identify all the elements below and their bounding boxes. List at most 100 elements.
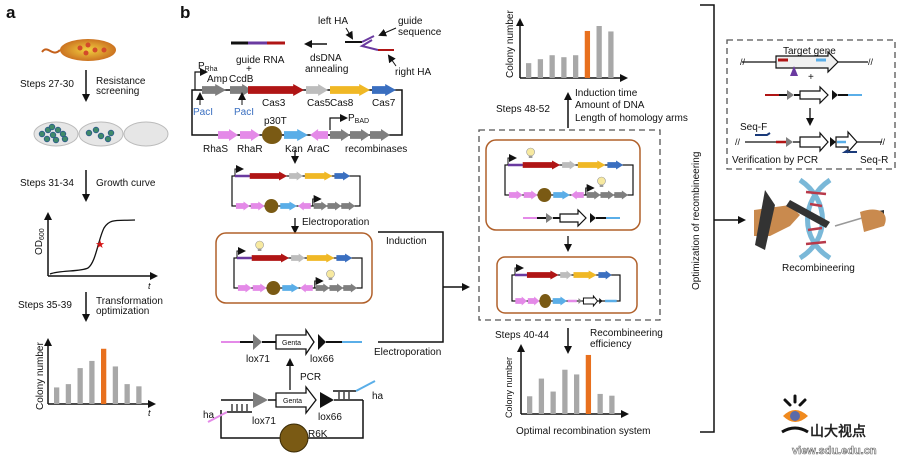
gene-recombinase — [315, 283, 330, 293]
x-axis-label: t — [148, 408, 151, 418]
seq-r-label: Seq-R — [860, 155, 888, 166]
target-gene-label: Target gene — [783, 46, 836, 57]
steps-27-30: Steps 27-30 — [20, 79, 74, 90]
sdu-logo-icon — [781, 394, 809, 434]
prha-label: PRha — [198, 61, 218, 73]
gene-recombinase — [329, 283, 344, 293]
gene-rhas — [237, 283, 252, 293]
gene-label-cas7: Cas7 — [372, 98, 396, 109]
recombined-locus: // // — [735, 130, 886, 154]
gene-recombinase — [350, 129, 370, 141]
gene-cas7 — [334, 171, 351, 181]
gene-cas5 — [306, 84, 328, 96]
bar-6 — [585, 354, 592, 414]
plasmid-backbone — [511, 274, 621, 302]
gene-arac — [570, 190, 584, 200]
x-axis-label: t — [148, 281, 151, 291]
gene-cas7 — [598, 270, 612, 280]
plasmid-c-1 — [504, 147, 634, 202]
bar-8 — [136, 386, 142, 404]
bar-6 — [584, 30, 591, 78]
gene-rhar — [250, 201, 265, 211]
bar-8 — [609, 395, 615, 414]
p30t-label: p30T — [264, 116, 287, 127]
y-axis-label: Colony number — [505, 10, 516, 78]
gene-recombinase — [327, 201, 342, 211]
watermark-url: view.sdu.edu.cn — [792, 445, 877, 457]
pointer-arrow — [387, 54, 397, 67]
lox66-label-1: lox66 — [310, 354, 334, 365]
right-ha-label: right HA — [395, 67, 431, 78]
svg-text://: // — [735, 137, 741, 147]
gene-cas8 — [304, 171, 333, 181]
gene-rhas — [508, 190, 523, 200]
gene-kan — [552, 296, 567, 306]
paci-label-1: PacI — [193, 107, 213, 118]
lox71-label-2: lox71 — [252, 416, 276, 427]
left-ha-label: left HA — [318, 16, 348, 27]
gene-recombinase — [614, 190, 629, 200]
gene-kan — [284, 129, 308, 141]
bar-7 — [124, 384, 130, 404]
gene-amp — [202, 84, 226, 96]
ori — [266, 281, 281, 295]
gene-cas8 — [577, 160, 606, 170]
gene-recombinase — [586, 190, 601, 200]
recombineering-efficiency-1: Recombineering — [590, 328, 663, 339]
genta-label: Genta — [283, 398, 302, 405]
bacterium-icon — [41, 39, 116, 61]
gene-recombinase — [343, 283, 358, 293]
y-axis-label: Colony number — [504, 357, 514, 418]
guide-rna-label: guide RNA — [236, 55, 285, 66]
gene-label-rhas: RhaS — [203, 144, 228, 155]
svg-text://: // — [740, 57, 746, 67]
promoter-arrow — [585, 184, 595, 195]
growth-chart: ★ OD600 t — [34, 212, 158, 291]
steps-48-52: Steps 48-52 — [496, 104, 550, 115]
electroporation-label-1: Electroporation — [302, 217, 369, 228]
seq-f-primer — [755, 132, 771, 136]
gene-cas5 — [289, 171, 303, 181]
seq-f-label: Seq-F — [740, 122, 767, 133]
ori-p30t — [262, 126, 282, 144]
induction-label: Induction — [386, 236, 427, 247]
resistance-label: Resistance — [96, 76, 146, 87]
recombineering-illustration — [754, 177, 886, 261]
gene-arac — [299, 283, 313, 293]
bar-5 — [574, 374, 580, 414]
bar-3 — [549, 55, 555, 78]
gene-rhas — [515, 296, 527, 306]
seq-r-primer — [841, 149, 857, 153]
r6k-label: R6K — [308, 429, 328, 440]
bar-2 — [537, 59, 544, 78]
promoter-arrow — [507, 154, 517, 165]
lightbulb-icon — [255, 240, 264, 250]
recombineering-efficiency-2: efficiency — [590, 339, 632, 350]
plasmid-backbone — [231, 175, 361, 207]
gene-label-amp: Amp — [207, 74, 228, 85]
ori — [537, 188, 552, 202]
bar-8 — [608, 31, 614, 79]
bracket-line — [378, 231, 444, 343]
bar-2 — [538, 378, 545, 414]
steps-35-39: Steps 35-39 — [18, 300, 72, 311]
recombineering-label: Recombineering — [782, 263, 855, 274]
dsdna-label: dsDNA — [310, 53, 342, 64]
pbad-label: PBAD — [348, 113, 369, 125]
ori — [539, 294, 552, 308]
bracket-line — [700, 4, 715, 433]
gene-cas3 — [249, 171, 288, 181]
template-plasmid: Genta — [207, 380, 376, 453]
gene-arac — [297, 201, 311, 211]
plasmid-small-2 — [233, 240, 363, 295]
y-axis-label: Colony number — [35, 342, 46, 410]
cut-site-marker — [790, 66, 798, 76]
genta-label: Genta — [282, 340, 301, 347]
bar-4 — [562, 369, 568, 414]
plasmid-small-1 — [231, 165, 361, 213]
electroporation-label-2: Electroporation — [374, 347, 441, 358]
lightbulb-base — [528, 155, 533, 158]
gene-cas8 — [306, 253, 335, 263]
gene-recombinase — [341, 201, 356, 211]
growth-curve-line — [49, 219, 136, 275]
